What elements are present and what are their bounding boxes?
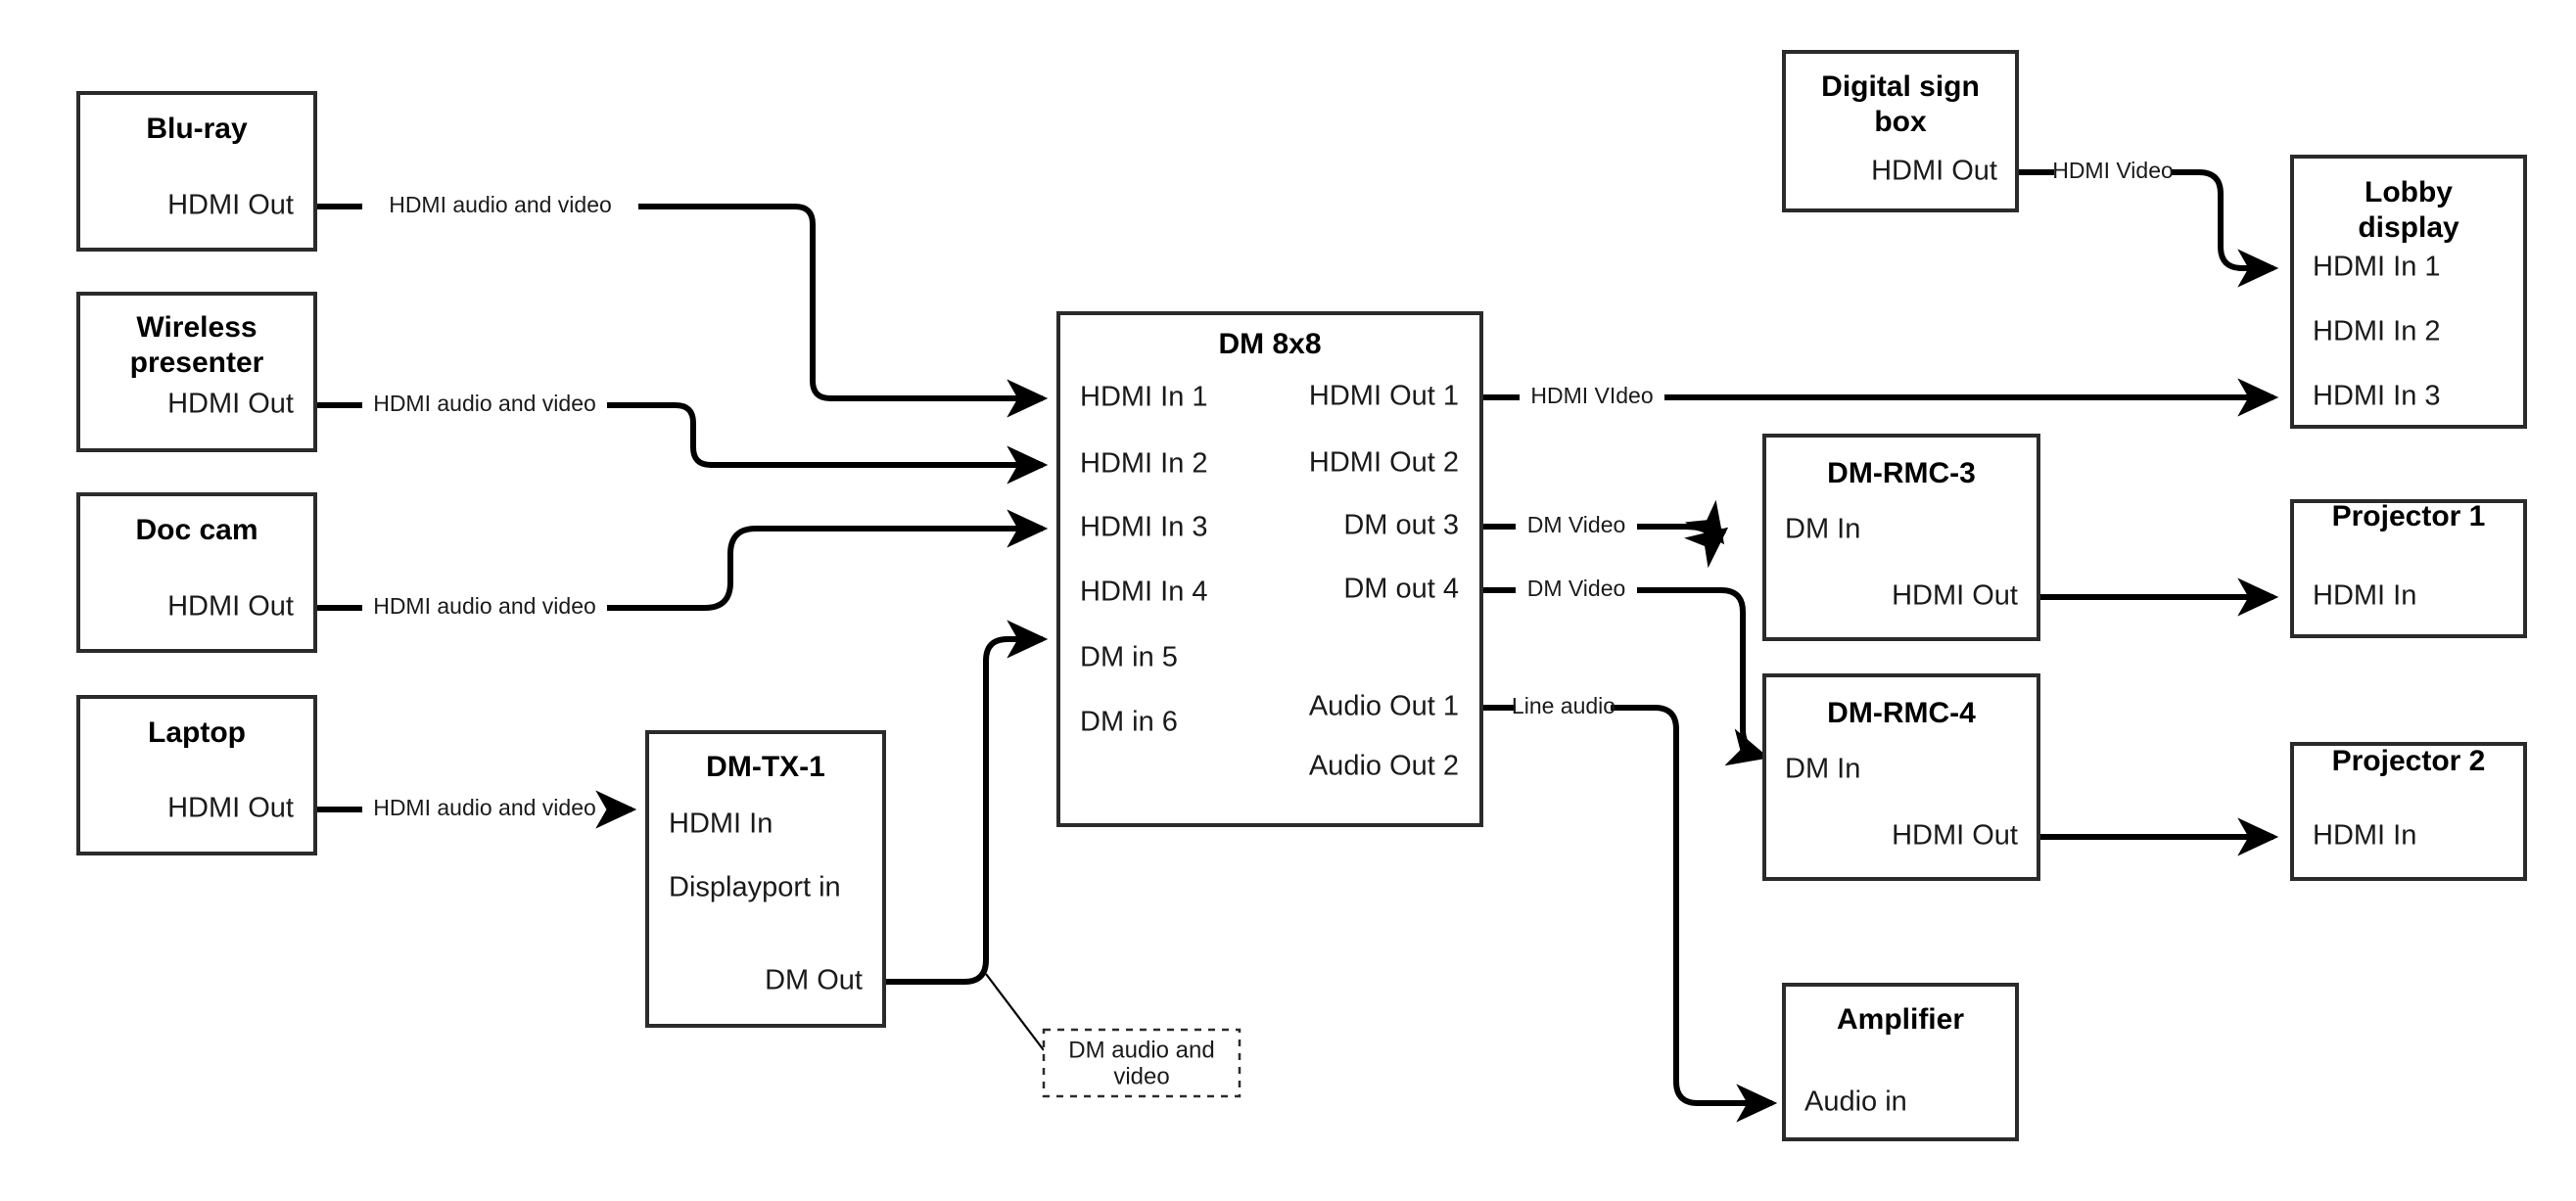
- dm-8x8-output-hdmi-out-2: HDMI Out 2: [1309, 447, 1459, 479]
- node-dm-rmc-3[interactable]: DM-RMC-3 DM In HDMI Out: [1762, 434, 2040, 641]
- dm-rmc-3-port-hdmi-out: HDMI Out: [1892, 580, 2018, 612]
- dm-8x8-output-hdmi-out-1: HDMI Out 1: [1309, 381, 1459, 412]
- node-blu-ray[interactable]: Blu-ray HDMI Out: [76, 91, 317, 252]
- link-label-layer: HDMI audio and video HDMI audio and vide…: [373, 158, 2174, 820]
- dm-rmc-3-port-dm-in: DM In: [1785, 514, 1860, 545]
- projector-1-port-hdmi-in: HDMI In: [2313, 580, 2416, 612]
- callout-leader-line: [985, 973, 1045, 1051]
- dm-tx-1-box[interactable]: [645, 730, 886, 1028]
- link-label-dm-out3-to-rmc3: DM Video: [1527, 512, 1626, 537]
- dm-tx-1-port-hdmi-in: HDMI In: [669, 808, 773, 840]
- projector-2-box[interactable]: [2290, 742, 2527, 881]
- lobby-display-title-line1: Lobby: [2365, 176, 2453, 208]
- dm-rmc-4-port-hdmi-out: HDMI Out: [1892, 820, 2018, 852]
- node-dm-8x8[interactable]: DM 8x8 HDMI In 1 HDMI In 2 HDMI In 3 HDM…: [1056, 311, 1483, 827]
- dm-8x8-output-dm-out-4: DM out 4: [1343, 574, 1459, 605]
- link-label-bluray-to-dm-in1: HDMI audio and video: [389, 192, 612, 217]
- dm-8x8-output-dm-out-3: DM out 3: [1343, 510, 1459, 541]
- projector-1-box[interactable]: [2290, 499, 2527, 638]
- link-label-wireless-to-dm-in2: HDMI audio and video: [373, 391, 596, 416]
- wireless-presenter-port-hdmi-out: HDMI Out: [167, 389, 294, 420]
- dm-8x8-input-hdmi-in-4: HDMI In 4: [1080, 577, 1208, 608]
- laptop-port-hdmi-out: HDMI Out: [167, 793, 294, 824]
- callout-box: [1042, 1028, 1241, 1098]
- dm-8x8-input-dm-in-6: DM in 6: [1080, 707, 1178, 738]
- dm-tx-1-title: DM-TX-1: [706, 751, 825, 783]
- blu-ray-port-hdmi-out: HDMI Out: [167, 190, 294, 221]
- dm-tx-1-port-displayport-in: Displayport in: [669, 872, 841, 903]
- wire-dm-out4-to-rmc4: [1481, 587, 1764, 757]
- node-dm-tx-1[interactable]: DM-TX-1 HDMI In Displayport in DM Out: [645, 730, 886, 1028]
- amplifier-port-audio-in: Audio in: [1804, 1086, 1907, 1118]
- link-label-doccam-to-dm-in3: HDMI audio and video: [373, 593, 596, 619]
- wire-dm-out3-to-rmc3-tail: [1637, 499, 1725, 545]
- wire-dm-audio1-to-amp: [1481, 705, 1772, 1103]
- lobby-display-box[interactable]: [2290, 155, 2527, 429]
- callout-text-line1: DM audio and: [1068, 1037, 1214, 1063]
- node-projector-2[interactable]: Projector 2 HDMI In: [2290, 742, 2527, 881]
- dm-8x8-output-audio-out-1: Audio Out 1: [1309, 691, 1459, 722]
- link-label-dm-out4-to-rmc4: DM Video: [1527, 576, 1626, 601]
- amplifier-title: Amplifier: [1837, 1003, 1964, 1036]
- doc-cam-box[interactable]: [76, 492, 317, 653]
- node-doc-cam[interactable]: Doc cam HDMI Out: [76, 492, 317, 653]
- link-label-dm-out1-to-lobby: HDMI VIdeo: [1530, 383, 1653, 408]
- node-digital-sign-box[interactable]: Digital sign box HDMI Out: [1782, 50, 2019, 212]
- dm-rmc-3-box[interactable]: [1762, 434, 2040, 641]
- dm-rmc-4-box[interactable]: [1762, 673, 2040, 881]
- dm-8x8-input-hdmi-in-1: HDMI In 1: [1080, 382, 1208, 413]
- wire-layer: [315, 169, 2273, 1103]
- lobby-display-title-line2: display: [2358, 211, 2459, 244]
- node-wireless-presenter[interactable]: Wireless presenter HDMI Out: [76, 292, 317, 452]
- wireless-presenter-title-line1: Wireless: [136, 311, 257, 344]
- doc-cam-title: Doc cam: [135, 514, 258, 546]
- wire-wireless-to-dm-in2: [315, 402, 1043, 465]
- node-projector-1[interactable]: Projector 1 HDMI In: [2290, 499, 2527, 638]
- link-label-laptop-to-dmtx: HDMI audio and video: [373, 795, 596, 820]
- blu-ray-title: Blu-ray: [146, 113, 248, 145]
- lobby-display-port-hdmi-in-2: HDMI In 2: [2313, 316, 2441, 347]
- node-amplifier[interactable]: Amplifier Audio in: [1782, 983, 2019, 1141]
- amplifier-box[interactable]: [1782, 983, 2019, 1141]
- digital-sign-box-port-hdmi-out: HDMI Out: [1871, 156, 1997, 187]
- dm-8x8-input-dm-in-5: DM in 5: [1080, 642, 1178, 673]
- laptop-title: Laptop: [148, 716, 246, 749]
- dm-8x8-input-hdmi-in-3: HDMI In 3: [1080, 512, 1208, 543]
- digital-sign-box-title-line1: Digital sign: [1821, 70, 1980, 103]
- projector-2-title: Projector 2: [2332, 745, 2486, 777]
- node-dm-rmc-4[interactable]: DM-RMC-4 DM In HDMI Out: [1762, 673, 2040, 881]
- digital-sign-box-box[interactable]: [1782, 50, 2019, 212]
- callout-dm-audio-and-video: DM audio and video: [1042, 1028, 1241, 1098]
- link-label-signbox-to-lobby: HDMI Video: [2052, 158, 2174, 183]
- dm-rmc-3-title: DM-RMC-3: [1827, 457, 1976, 489]
- dm-8x8-input-hdmi-in-2: HDMI In 2: [1080, 448, 1208, 480]
- wire-bluray-to-dm-in1: [315, 204, 1043, 398]
- link-label-audio1-to-amp: Line audio: [1512, 693, 1616, 718]
- digital-sign-box-title-line2: box: [1874, 106, 1927, 138]
- dm-8x8-box[interactable]: [1056, 311, 1483, 827]
- laptop-box[interactable]: [76, 695, 317, 855]
- blu-ray-box[interactable]: [76, 91, 317, 252]
- wireless-presenter-box[interactable]: [76, 292, 317, 452]
- node-lobby-display[interactable]: Lobby display HDMI In 1 HDMI In 2 HDMI I…: [2290, 155, 2527, 429]
- lobby-display-port-hdmi-in-1: HDMI In 1: [2313, 252, 2441, 283]
- wire-signbox-to-lobby-in1: [2017, 169, 2273, 268]
- wire-doccam-to-dm-in3: [315, 529, 1043, 611]
- projector-2-port-hdmi-in: HDMI In: [2313, 820, 2416, 852]
- dm-rmc-4-title: DM-RMC-4: [1827, 697, 1976, 729]
- dm-8x8-title: DM 8x8: [1218, 328, 1321, 360]
- wireless-presenter-title-line2: presenter: [130, 346, 264, 379]
- callout-text-line2: video: [1113, 1063, 1169, 1089]
- dm-8x8-output-audio-out-2: Audio Out 2: [1309, 751, 1459, 782]
- lobby-display-port-hdmi-in-3: HDMI In 3: [2313, 381, 2441, 412]
- doc-cam-port-hdmi-out: HDMI Out: [167, 591, 294, 623]
- dm-tx-1-port-dm-out: DM Out: [765, 965, 863, 996]
- projector-1-title: Projector 1: [2332, 500, 2486, 532]
- dm-rmc-4-port-dm-in: DM In: [1785, 754, 1860, 785]
- wire-dmtx-to-dm-in5: [884, 620, 1049, 985]
- node-laptop[interactable]: Laptop HDMI Out: [76, 695, 317, 855]
